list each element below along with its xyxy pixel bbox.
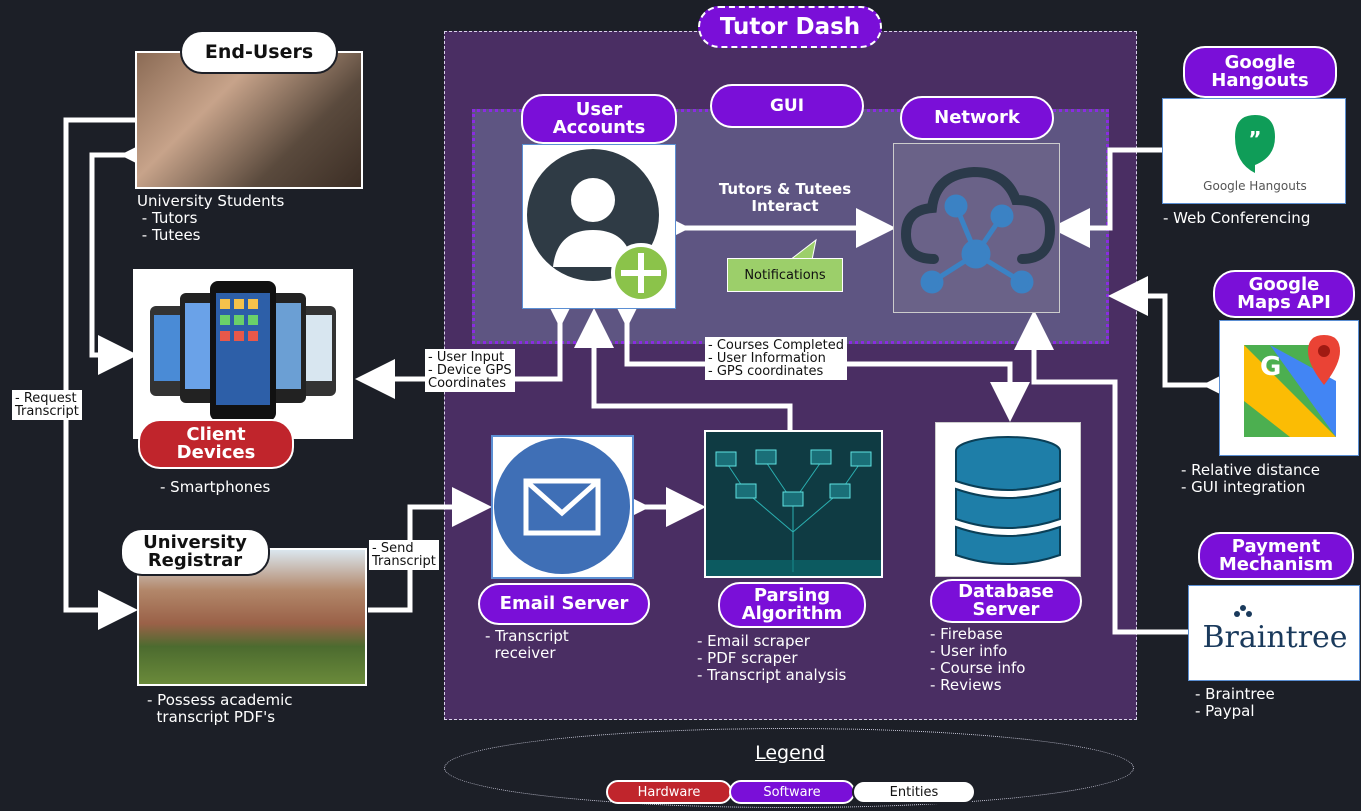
legend-title: Legend [755,742,825,764]
envelope-icon [494,438,630,574]
hangouts-icon: ” [1235,115,1275,173]
google-hangouts-logo-text: Google Hangouts [1203,179,1307,193]
maps-network-arrow [1108,276,1242,405]
parsing-algorithm-desc: - Email scraper - PDF scraper - Transcri… [697,632,847,684]
maps-desc: - Relative distance - GUI integration [1181,461,1320,496]
braintree-logo-text: Braintree [1202,620,1348,655]
legend-entities: Entities [852,780,976,804]
tutor-dash-title: Tutor Dash [698,6,882,48]
email-server-label: Email Server [478,583,650,625]
network-image [893,143,1060,313]
courses-completed-label: - Courses Completed - User Information -… [705,337,848,380]
database-icon [955,436,1061,565]
students-devices-arrow [89,135,160,375]
students-photo [135,51,363,189]
google-maps-api-label: Google Maps API [1213,270,1355,318]
svg-text:”: ” [1248,127,1261,151]
cloud-network-icon [900,166,1056,294]
registrar-desc: - Possess academic transcript PDF's [147,691,293,726]
email-server-image [491,435,634,579]
user-add-icon [527,149,671,303]
smartphone-icon [150,281,336,421]
google-hangouts-logo: ” Google Hangouts [1162,98,1346,204]
client-devices-label: Client Devices [138,419,294,469]
database-server-label: Database Server [930,579,1082,623]
university-students-text: University Students - Tutors - Tutees [137,192,285,244]
end-users-label: End-Users [180,30,338,74]
email-server-desc: - Transcript receiver [485,627,569,662]
send-transcript-label: - Send Transcript [369,540,439,570]
user-input-label: - User Input - Device GPS Coordinates [425,349,515,392]
request-transcript-arrow [63,117,138,630]
payment-mechanism-label: Payment Mechanism [1198,532,1354,580]
user-accounts-image [522,144,676,309]
hangouts-network-arrow [1050,147,1162,248]
smartphones-photo [133,269,353,439]
request-transcript-label: - Request Transcript [12,390,82,420]
braintree-logo: Braintree [1188,585,1360,681]
google-maps-logo: G [1219,320,1359,456]
database-server-desc: - Firebase - User info - Course info - R… [930,625,1026,694]
gui-label: GUI [710,84,864,128]
legend-ellipse [444,728,1134,808]
notifications-bubble: Notifications [727,258,843,292]
tutors-tutees-interact-text: Tutors & Tutees Interact [718,180,852,215]
legend-hardware: Hardware [606,780,732,804]
network-label: Network [900,96,1054,140]
braintree-icon [1234,605,1252,617]
parsing-algorithm-label: Parsing Algorithm [718,582,866,628]
legend-software: Software [729,780,855,804]
parsing-algorithm-image [704,430,883,578]
data-tree-icon [706,449,881,576]
payment-desc: - Braintree - Paypal [1195,685,1275,720]
svg-text:G: G [1260,352,1281,382]
web-conferencing-text: - Web Conferencing [1163,209,1311,227]
database-server-image [935,422,1081,577]
map-pin-icon: G [1244,335,1340,437]
user-accounts-label: User Accounts [521,94,677,144]
google-hangouts-label: Google Hangouts [1183,46,1337,98]
smartphones-text: - Smartphones [160,478,271,496]
university-registrar-label: University Registrar [120,528,270,576]
